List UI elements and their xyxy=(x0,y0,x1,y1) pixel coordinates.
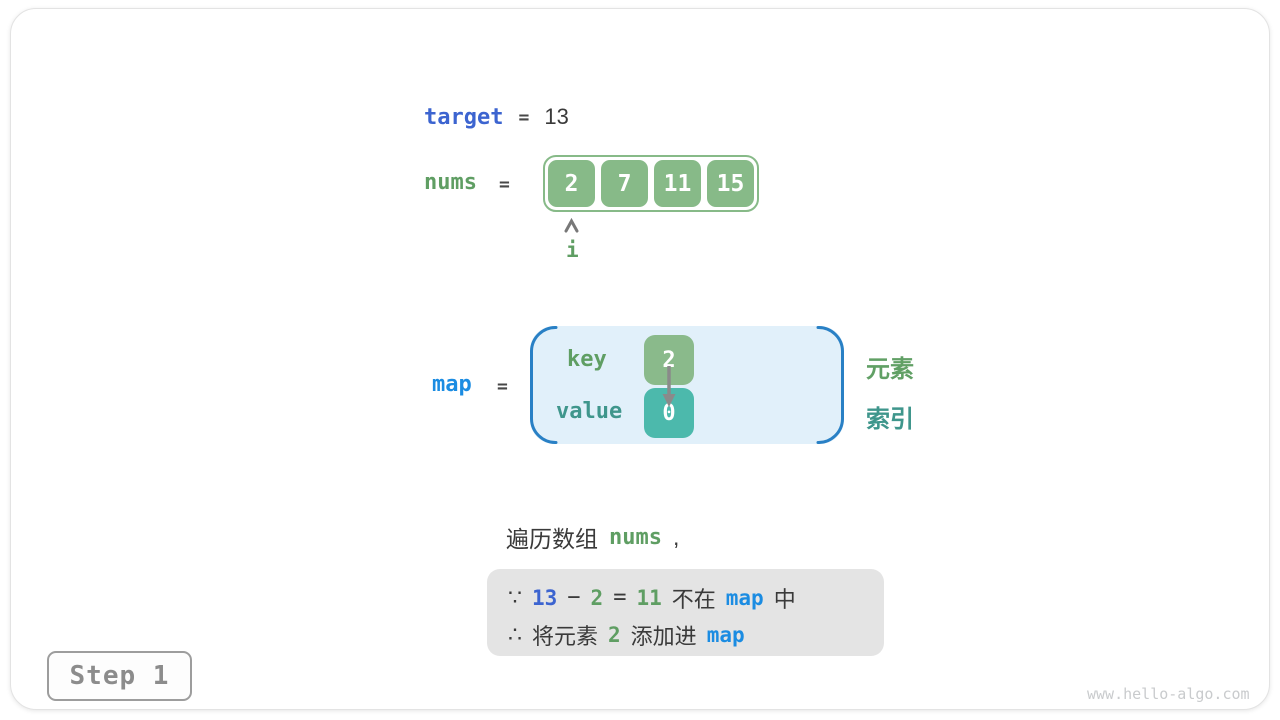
equals-sign: = xyxy=(518,106,530,128)
caption-comma: , xyxy=(672,523,680,550)
nums-array: 2 7 11 15 xyxy=(543,155,759,212)
caption-line: 遍历数组 nums , xyxy=(506,520,679,554)
pointer-up-icon xyxy=(564,218,579,233)
action-text-1: 将元素 xyxy=(532,624,599,650)
step-badge-label: Step 1 xyxy=(69,661,170,691)
caption-code: nums xyxy=(609,524,662,550)
reason-box: ∵ 13 − 2 = 11 不在 map 中 ∴ 将元素 2 添加进 map xyxy=(487,569,884,656)
map-var-name: map xyxy=(432,372,472,397)
target-number: 13 xyxy=(532,585,558,610)
element-number: 2 xyxy=(590,585,604,610)
equals-sign: = xyxy=(499,174,510,195)
element-label: 元素 xyxy=(866,356,914,383)
therefore-symbol: ∴ xyxy=(508,622,522,648)
array-cell: 11 xyxy=(654,160,701,207)
map-key-label: key xyxy=(567,347,607,372)
target-var-name: target xyxy=(424,104,504,130)
target-line: target = 13 xyxy=(424,104,569,130)
map-parentheses xyxy=(530,326,844,444)
caption-prefix: 遍历数组 xyxy=(506,526,598,552)
equals-sign: = xyxy=(613,585,627,611)
map-ref: map xyxy=(725,585,764,610)
reason-line-1: ∵ 13 − 2 = 11 不在 map 中 xyxy=(508,581,884,615)
map-ref: map xyxy=(706,623,745,648)
in-suffix-text: 中 xyxy=(773,586,796,612)
reason-line-2: ∴ 将元素 2 添加进 map xyxy=(508,618,884,652)
array-cell: 7 xyxy=(601,160,648,207)
pointer-label: i xyxy=(566,238,579,262)
step-badge: Step 1 xyxy=(47,651,192,701)
difference-number: 11 xyxy=(636,585,662,610)
element-number: 2 xyxy=(608,623,621,648)
key-to-value-arrow-icon xyxy=(662,366,676,407)
nums-var-name: nums xyxy=(424,170,477,195)
map-value-cell: 0 xyxy=(644,388,694,438)
minus-sign: − xyxy=(567,585,581,611)
equals-sign: = xyxy=(497,376,508,397)
watermark: www.hello-algo.com xyxy=(1087,685,1250,703)
because-symbol: ∵ xyxy=(508,584,522,610)
not-in-text: 不在 xyxy=(671,586,716,612)
index-label: 索引 xyxy=(866,406,914,433)
array-cell: 2 xyxy=(548,160,595,207)
action-text-2: 添加进 xyxy=(630,624,697,650)
figure-card: target = 13 nums = 2 7 11 15 i map = key… xyxy=(10,8,1270,710)
target-value: 13 xyxy=(544,104,569,129)
array-cell: 15 xyxy=(707,160,754,207)
map-value-label: value xyxy=(556,399,623,424)
